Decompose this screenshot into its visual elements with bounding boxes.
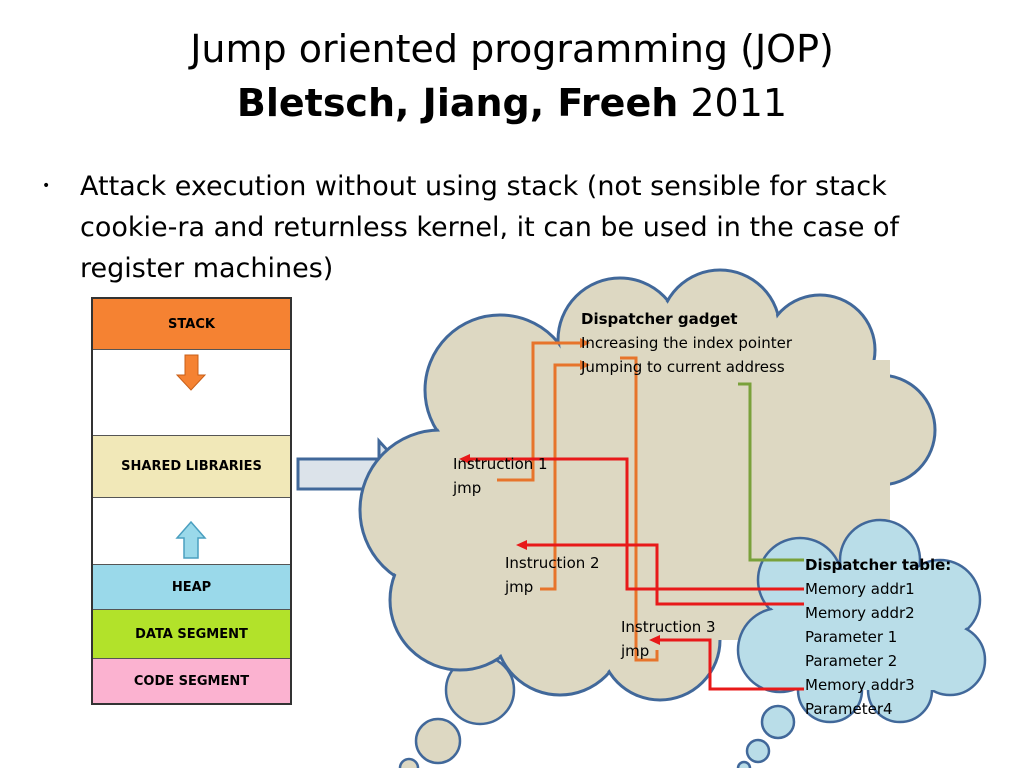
red-connector-1 (470, 457, 804, 591)
dispatcher-gadget-line-2: Jumping to current address (581, 358, 785, 376)
instruction-2-op: jmp (505, 578, 534, 596)
instruction-3-op: jmp (621, 642, 650, 660)
year: 2011 (690, 81, 788, 125)
up-arrow-icon (175, 520, 207, 559)
bullet-marker: • (42, 178, 51, 194)
instruction-1-name: Instruction 1 (453, 455, 548, 473)
bubble-small (398, 757, 420, 768)
orange-connector-3 (620, 356, 659, 662)
stack-segment: STACK (93, 299, 290, 350)
slide-subtitle: Bletsch, Jiang, Freeh 2011 (0, 80, 1024, 126)
orange-connector-2 (540, 363, 580, 591)
table-bubble-small (736, 760, 752, 768)
dispatcher-table-entry: Parameter 2 (805, 652, 898, 670)
dispatcher-table-title: Dispatcher table: (805, 556, 952, 574)
bullet-text: Attack execution without using stack (no… (80, 171, 900, 284)
red-arrowhead-3 (649, 635, 660, 645)
red-connector-2 (527, 543, 804, 606)
heap-segment: HEAP (93, 564, 290, 610)
dispatcher-table-entry: Memory addr2 (805, 604, 915, 622)
code-segment-label: CODE SEGMENT (133, 673, 250, 689)
table-bubble-medium (745, 738, 771, 764)
orange-connector-1 (497, 341, 580, 482)
data-segment: DATA SEGMENT (93, 610, 290, 659)
shared-libraries-label: SHARED LIBRARIES (121, 459, 262, 474)
authors: Bletsch, Jiang, Freeh (236, 81, 679, 125)
red-arrowhead-2 (516, 540, 527, 550)
red-connector-3 (660, 638, 804, 691)
code-segment: CODE SEGMENT (93, 659, 290, 703)
instruction-2-name: Instruction 2 (505, 554, 600, 572)
data-segment-label: DATA SEGMENT (135, 626, 248, 642)
bubble-medium (414, 717, 462, 765)
instruction-1-op: jmp (453, 479, 482, 497)
table-bubble-large (760, 704, 796, 740)
down-arrow-icon (175, 354, 207, 391)
instruction-3-name: Instruction 3 (621, 618, 716, 636)
shared-libraries-segment: SHARED LIBRARIES (93, 435, 290, 498)
orange-arrowhead-2 (580, 360, 590, 370)
green-connector (738, 382, 804, 562)
dispatcher-table-entry: Parameter 1 (805, 628, 898, 646)
dispatcher-gadget-line-1: Increasing the index pointer (581, 334, 793, 352)
dispatcher-gadget-title: Dispatcher gadget (581, 310, 738, 328)
stack-label: STACK (168, 316, 215, 332)
orange-arrowhead-1 (580, 338, 590, 348)
red-arrowhead-1 (459, 454, 470, 464)
slide-title: Jump oriented programming (JOP) (190, 27, 834, 71)
heap-label: HEAP (171, 579, 212, 595)
dispatcher-table-entry: Memory addr1 (805, 580, 915, 598)
dispatcher-table-entry: Parameter4 (805, 700, 893, 718)
dispatcher-table-entry: Memory addr3 (805, 676, 915, 694)
